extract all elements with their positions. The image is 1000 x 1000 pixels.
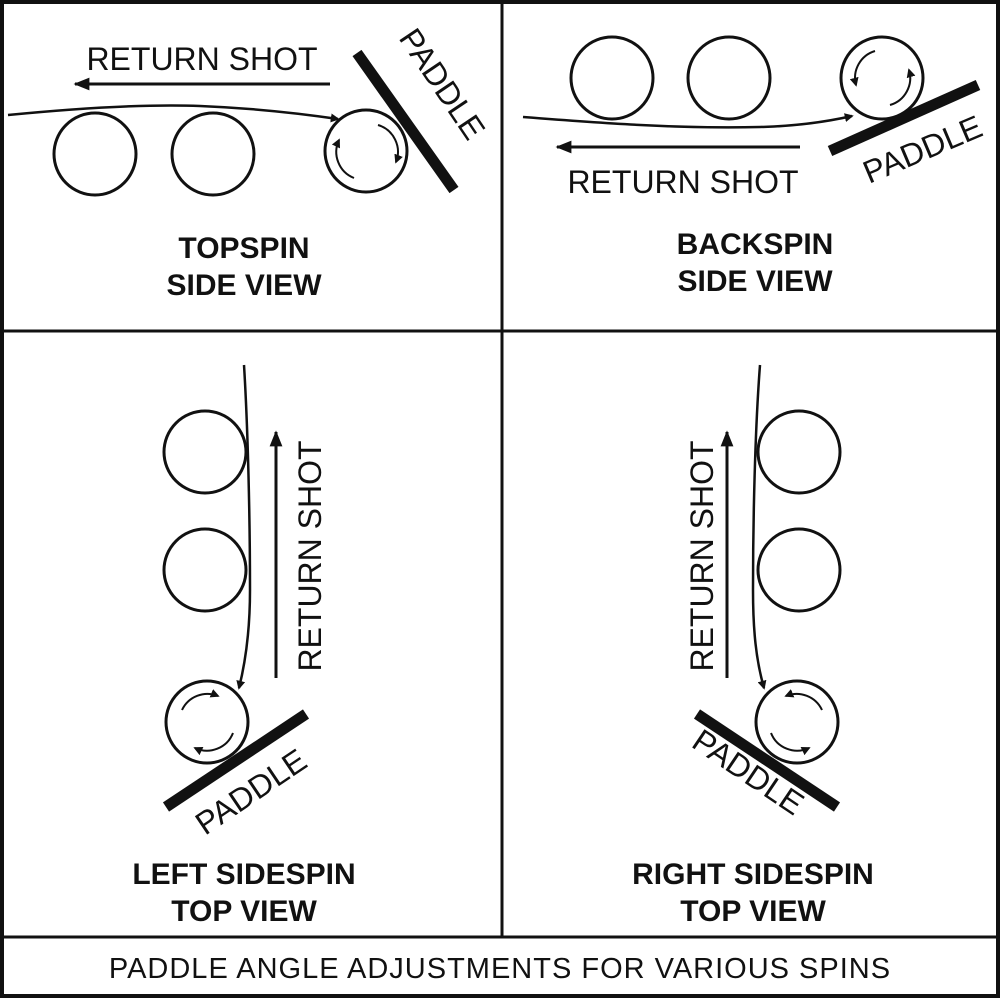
- ball: [756, 409, 842, 495]
- ball: [569, 35, 655, 121]
- ball-trajectory: [522, 113, 854, 129]
- panel-backspin: RETURN SHOT PADDLE BACKSPIN SIDE VIEW: [522, 35, 988, 298]
- ball-trajectory: [236, 364, 252, 690]
- spin-arrows-icon: [770, 689, 823, 756]
- ball-trajectory: [751, 364, 767, 690]
- spin-arrows-icon: [181, 689, 234, 756]
- panel-subtitle: TOP VIEW: [171, 895, 317, 928]
- paddle: [352, 49, 459, 194]
- return-shot-label: RETURN SHOT: [684, 440, 720, 671]
- ball-trajectory: [7, 104, 340, 123]
- spin-arrows-icon: [849, 50, 916, 106]
- ball: [686, 35, 772, 121]
- ball: [170, 111, 256, 197]
- panel-title: BACKSPIN: [677, 228, 834, 261]
- diagram-caption: PADDLE ANGLE ADJUSTMENTS FOR VARIOUS SPI…: [109, 953, 891, 985]
- return-shot-label: RETURN SHOT: [292, 440, 328, 671]
- panel-right-sidespin: RETURN SHOT PADDLE RIGHT SIDESPIN TOP VI…: [632, 364, 874, 928]
- paddle: [827, 79, 981, 157]
- ball: [162, 409, 248, 495]
- panel-subtitle: TOP VIEW: [680, 895, 826, 928]
- spinning-ball: [839, 35, 925, 121]
- paddle: [693, 709, 841, 812]
- panel-topspin: RETURN SHOT PADDLE TOPSPIN SIDE VIEW: [7, 22, 492, 302]
- panel-title: LEFT SIDESPIN: [132, 858, 355, 891]
- paddle: [162, 709, 310, 812]
- return-shot-label: RETURN SHOT: [86, 41, 317, 77]
- panel-subtitle: SIDE VIEW: [677, 265, 833, 298]
- spinning-ball: [323, 108, 409, 194]
- return-shot-label: RETURN SHOT: [567, 164, 798, 200]
- panel-subtitle: SIDE VIEW: [166, 269, 322, 302]
- ball: [162, 527, 248, 613]
- spin-arrows-icon: [331, 124, 403, 179]
- paddle-label: PADDLE: [858, 108, 988, 190]
- spinning-ball: [164, 679, 250, 765]
- panel-left-sidespin: RETURN SHOT PADDLE LEFT SIDESPIN TOP VIE…: [132, 364, 356, 928]
- ball: [52, 111, 138, 197]
- ball: [756, 527, 842, 613]
- panel-title: TOPSPIN: [178, 232, 309, 265]
- spinning-ball: [754, 679, 840, 765]
- panel-title: RIGHT SIDESPIN: [632, 858, 874, 891]
